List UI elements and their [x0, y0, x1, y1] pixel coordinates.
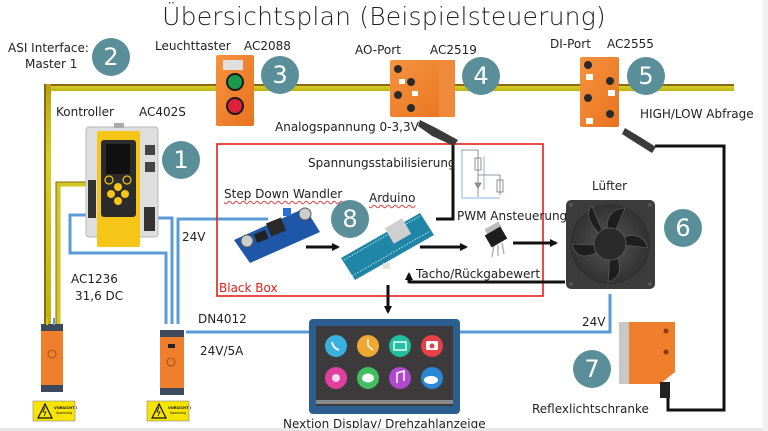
arrow-left-icon[interactable] [107, 190, 115, 198]
nextion-display[interactable] [309, 319, 460, 414]
controller-ac402s[interactable] [85, 123, 159, 247]
nextion-label: Nextion Display/ Drehzahlanzeige [283, 417, 486, 431]
slide-border-right [763, 0, 768, 431]
step-down-label: Step Down Wandler [224, 187, 343, 201]
high-voltage-icon [151, 402, 167, 419]
dn4012-label: DN4012 [198, 312, 247, 326]
music-icon[interactable] [389, 367, 411, 389]
badge-8: 8 [331, 200, 369, 238]
badge-3: 3 [261, 56, 299, 94]
warning-sign-2: VORSICHT ! Spannung [146, 400, 192, 422]
reflex-light-sensor[interactable] [619, 322, 675, 398]
power-supply-ac1236[interactable] [41, 318, 63, 392]
voltage-stabilizer-schematic [461, 149, 504, 199]
warning-sign-1: VORSICHT ! Spannung [32, 400, 78, 422]
ac2519-label: AC2519 [430, 43, 477, 57]
arduino-label-text: Arduino [369, 191, 416, 205]
voltage-24v-label-b: 24V [582, 315, 606, 329]
step-down-label-text: Step Down Wandler [224, 187, 343, 201]
ac2088-label: AC2088 [244, 39, 291, 53]
arrow-right-icon[interactable] [121, 190, 129, 198]
asi-interface-label: ASI Interface: [8, 41, 89, 55]
leuchttaster-label: Leuchttaster [155, 39, 231, 53]
phone-icon[interactable] [325, 335, 347, 357]
warning-subtext-2: Spannung [170, 411, 186, 415]
ao-port-ac2519[interactable] [390, 60, 458, 146]
voltage-24v-label-a: 24V [182, 230, 206, 244]
arduino-label: Arduino [369, 191, 416, 205]
arduino-board[interactable] [341, 213, 434, 280]
asi-bus [44, 84, 734, 324]
fan[interactable] [566, 200, 655, 289]
high-low-label: HIGH/LOW Abfrage [640, 107, 754, 121]
pwm-transistor[interactable] [484, 221, 508, 258]
badge-1: 1 [162, 141, 200, 179]
ao-port-label: AO-Port [355, 43, 401, 57]
reflex-sensor-label: Reflexlichtschranke [532, 402, 649, 416]
kontroller-label: Kontroller [56, 105, 114, 119]
black-box-frame [216, 143, 544, 297]
softkey-right-icon[interactable] [122, 175, 132, 185]
green-light-icon[interactable] [228, 75, 242, 89]
red-light-icon[interactable] [228, 99, 242, 113]
badge-5: 5 [627, 57, 665, 95]
high-voltage-icon [37, 402, 53, 419]
page-title: Übersichtsplan (Beispielsteuerung) [162, 2, 606, 31]
push-button-ac2088[interactable] [216, 55, 254, 126]
power-supply-dn4012[interactable] [160, 330, 184, 395]
ac1236-label: AC1236 [71, 272, 118, 286]
softkey-left-icon[interactable] [104, 175, 114, 185]
arrow-down-icon[interactable] [114, 197, 122, 205]
slide-border-bottom [0, 428, 768, 431]
warning-text-1: VORSICHT ! [54, 406, 78, 410]
badge-6: 6 [664, 209, 702, 247]
voltage-current-label: 24V/5A [200, 344, 244, 358]
signal-arrows [306, 239, 558, 314]
di-port-ac2555[interactable] [580, 57, 656, 153]
voltage-stabilization-label: Spannungsstabilisierung [308, 156, 456, 170]
badge-2: 2 [92, 38, 130, 76]
tacho-label: Tacho/Rückgabewert [416, 267, 541, 281]
black-box-label: Black Box [219, 281, 278, 295]
step-down-converter[interactable] [234, 207, 320, 263]
display-app-icons [325, 335, 443, 389]
ac402s-label: AC402S [139, 105, 186, 119]
badge-7: 7 [573, 350, 611, 388]
di-port-label: DI-Port [550, 37, 591, 51]
mail-icon[interactable] [389, 335, 411, 357]
arrow-up-icon[interactable] [114, 183, 122, 191]
fan-label: Lüfter [592, 179, 628, 193]
pwm-label: PWM Ansteuerung [457, 209, 568, 223]
warning-subtext-1: Spannung [56, 411, 72, 415]
analog-voltage-label: Analogspannung 0-3,3V [275, 120, 419, 134]
badge-4: 4 [462, 57, 500, 95]
dc-voltage-label: 31,6 DC [75, 289, 124, 303]
ac2555-label: AC2555 [607, 37, 654, 51]
asi-master-label: Master 1 [25, 57, 78, 71]
warning-text-2: VORSICHT ! [168, 406, 192, 410]
